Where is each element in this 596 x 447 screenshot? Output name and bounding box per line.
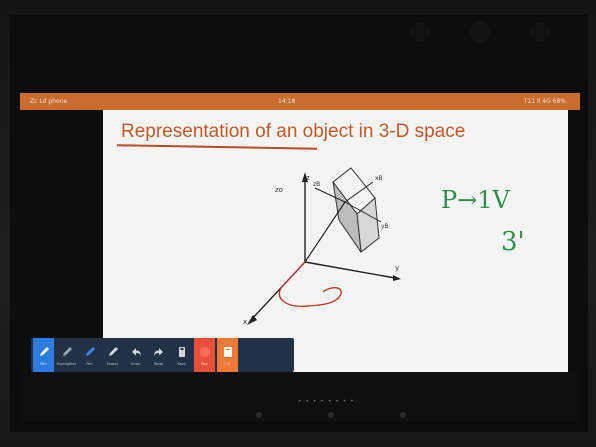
tool-highlighter-button[interactable]: Highlighter xyxy=(56,338,77,372)
handwriting-line-1: P→1V xyxy=(441,186,511,214)
nav-back-button[interactable] xyxy=(256,412,262,418)
left-margin xyxy=(20,110,103,372)
slide-title: Representation of an object in 3-D space xyxy=(121,121,466,142)
right-margin xyxy=(568,110,580,372)
bottom-area xyxy=(20,372,580,422)
status-bar: Zc Ld phone 14:18 T11 ll 4G 68% xyxy=(20,93,580,110)
tool-label: Pen xyxy=(40,361,47,366)
exit-icon xyxy=(221,345,235,359)
tool-eraser-button[interactable]: Eraser xyxy=(102,338,123,372)
camera-icon xyxy=(410,22,430,42)
frame-label-c: yB xyxy=(381,223,389,230)
y-arrow xyxy=(393,275,401,281)
tool-undo-button[interactable]: Undo xyxy=(125,338,146,372)
nav-home-button[interactable] xyxy=(328,412,334,418)
axis-label-z: zo xyxy=(275,186,283,194)
tool-record-button[interactable]: Rec xyxy=(194,338,215,372)
tool-pen-button[interactable]: Pen xyxy=(33,338,54,372)
page-indicator: • • • • • • • • xyxy=(298,398,355,405)
frame-label-a: xB xyxy=(375,175,383,182)
speaker-icon xyxy=(530,22,550,42)
axis-label-z2: z xyxy=(306,174,310,182)
tool-label: Undo xyxy=(130,361,141,366)
status-time: 14:18 xyxy=(278,98,296,105)
undo-icon xyxy=(129,345,143,359)
tool-label: Redo xyxy=(154,361,163,366)
record-icon xyxy=(198,345,212,359)
tool-pen-blue-button[interactable]: Pen xyxy=(79,338,100,372)
axis-label-x: x xyxy=(243,318,247,326)
tool-label: Save xyxy=(177,361,186,366)
object-front xyxy=(332,181,362,253)
frame-axis-3 xyxy=(344,201,382,223)
diagram-drawing: zo z y x xB zB yB P→1V 3' xyxy=(243,167,525,326)
tool-label: Highlighter xyxy=(56,361,77,366)
tool-exit-button[interactable]: Exit xyxy=(217,338,238,372)
status-right-text: T11 ll 4G 68% xyxy=(523,98,566,105)
tool-label: Rec xyxy=(201,361,208,366)
save-icon xyxy=(175,345,189,359)
status-left-text: Zc Ld phone xyxy=(30,98,68,105)
tool-save-button[interactable]: Save xyxy=(171,338,192,372)
tool-label: Eraser xyxy=(106,361,119,366)
handwriting-line-2: 3' xyxy=(501,227,525,257)
red-annotation-loop xyxy=(278,287,342,307)
annotation-toolbar: Pen Highlighter Pen Eraser Undo Redo S xyxy=(31,338,294,372)
tool-redo-button[interactable]: Redo xyxy=(148,338,169,372)
redo-icon xyxy=(152,345,166,359)
highlighter-icon xyxy=(60,345,74,359)
tool-label: Pen xyxy=(86,361,93,366)
nav-recent-button[interactable] xyxy=(400,412,406,418)
tool-label: Exit xyxy=(224,361,231,366)
z-arrow xyxy=(302,172,308,182)
sensor-icon xyxy=(470,22,490,42)
position-vector xyxy=(304,201,346,263)
pen-icon xyxy=(37,345,51,359)
x-arrow xyxy=(247,315,257,325)
frame-label-b: zB xyxy=(313,181,320,188)
eraser-icon xyxy=(106,345,120,359)
frame-axis-1 xyxy=(314,187,346,203)
red-annotation-line xyxy=(280,261,306,289)
axis-label-y: y xyxy=(395,264,399,272)
frame-axis-2 xyxy=(344,181,374,203)
y-axis xyxy=(304,261,396,279)
slide-canvas[interactable]: Representation of an object in 3-D space… xyxy=(103,110,568,372)
pen-blue-icon xyxy=(83,345,97,359)
